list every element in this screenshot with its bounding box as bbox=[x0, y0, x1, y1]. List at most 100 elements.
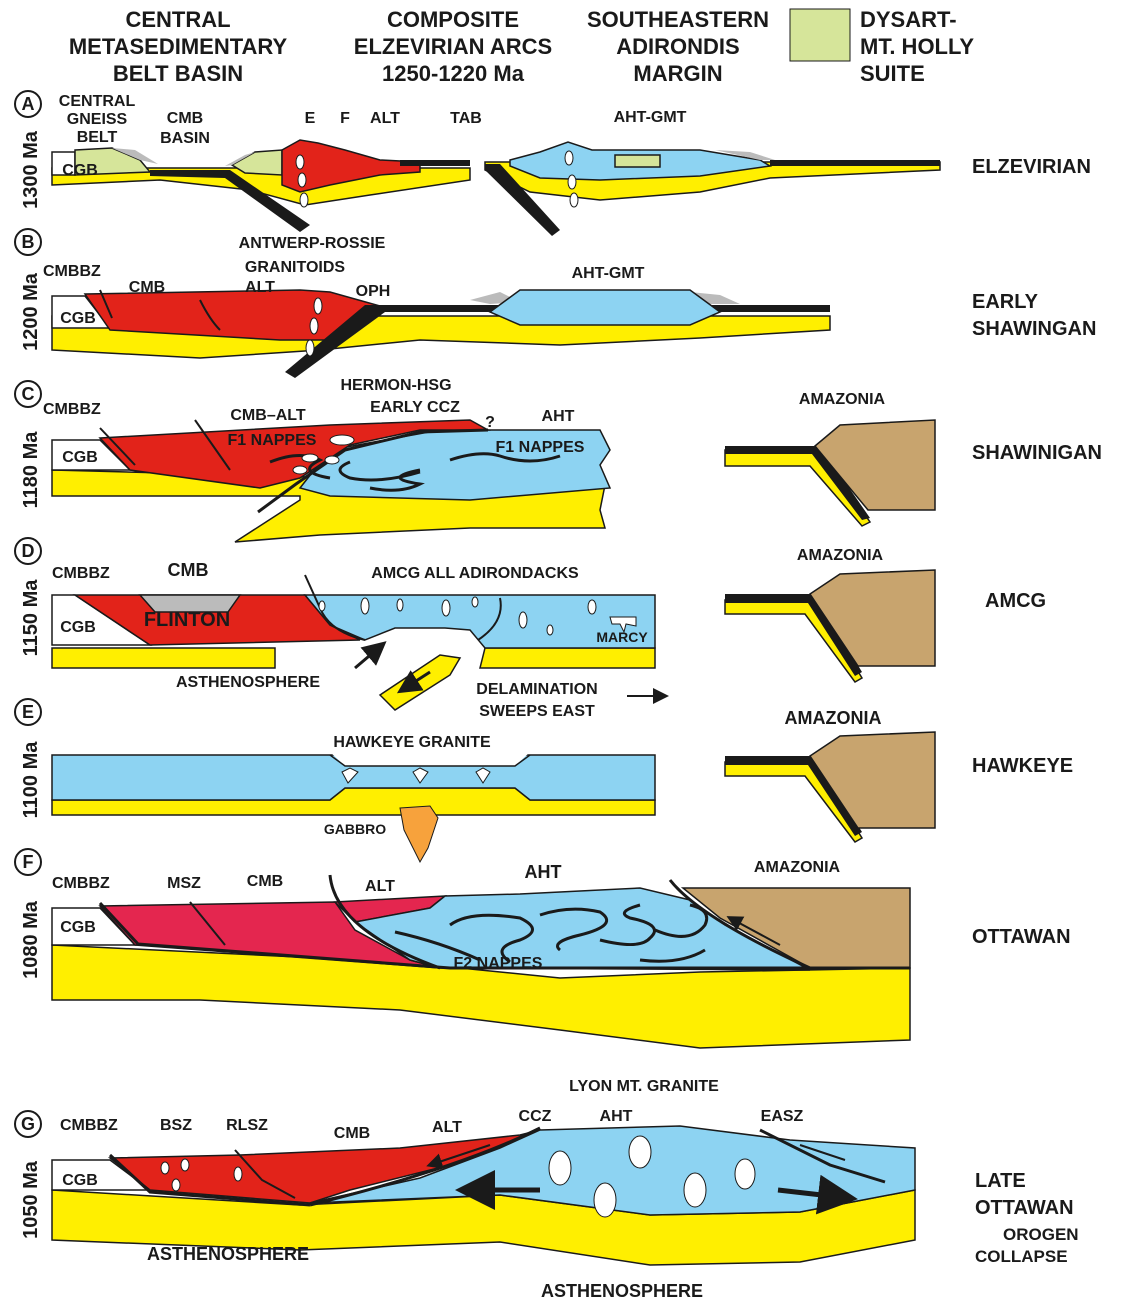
header-col2-line3: 1250-1220 Ma bbox=[382, 61, 525, 86]
panel-b-phase: EARLY bbox=[972, 291, 1039, 313]
panel-g-label: ASTHENOSPHERE bbox=[147, 1244, 309, 1264]
panel-g-pluton bbox=[684, 1173, 706, 1207]
panel-d-amazonia-block bbox=[810, 570, 935, 666]
panel-d-label: AMAZONIA bbox=[797, 547, 884, 564]
panel-f-phase: OTTAWAN bbox=[972, 926, 1071, 948]
panel-b-label: CMBBZ bbox=[43, 263, 101, 280]
panel-d-label: ASTHENOSPHERE bbox=[176, 674, 320, 691]
panel-a-label: CMB bbox=[167, 110, 203, 127]
panel-g-phase: LATE bbox=[975, 1170, 1026, 1192]
panel-d-pluton bbox=[588, 600, 596, 614]
panel-g-phase: OTTAWAN bbox=[975, 1197, 1074, 1219]
panel-d-label: SWEEPS EAST bbox=[479, 703, 595, 720]
panel-c-label: F1 NAPPES bbox=[228, 432, 317, 449]
panel-g-label: CMBBZ bbox=[60, 1117, 118, 1134]
panel-c-label: F1 NAPPES bbox=[496, 439, 585, 456]
panel-b-pluton bbox=[314, 298, 322, 314]
panel-a-label: CENTRAL bbox=[59, 93, 136, 110]
panel-b-label: CGB bbox=[60, 310, 96, 327]
panel-a-label: GNEISS bbox=[67, 111, 128, 128]
panel-b: B 1200 Ma CMBBZ ANTWERP-ROSSIE GRANITOID… bbox=[15, 229, 1096, 378]
panel-g-pluton bbox=[629, 1136, 651, 1168]
panel-d-label: CMBBZ bbox=[52, 565, 110, 582]
panel-e-label: GABBRO bbox=[324, 821, 386, 837]
panel-f-letter: F bbox=[23, 852, 34, 872]
panel-a-label: AHT-GMT bbox=[614, 109, 687, 126]
panel-b-pluton bbox=[310, 318, 318, 334]
panel-g-label: RLSZ bbox=[226, 1117, 268, 1134]
panel-g-pluton bbox=[172, 1179, 180, 1191]
panel-g-label: CMB bbox=[334, 1125, 370, 1142]
panel-a-dysart-east bbox=[615, 155, 660, 167]
header-col2-line2: ELZEVIRIAN ARCS bbox=[354, 34, 552, 59]
panel-g-pluton bbox=[161, 1162, 169, 1174]
panel-e-age: 1100 Ma bbox=[20, 741, 42, 819]
panel-a-age: 1300 Ma bbox=[20, 130, 42, 209]
panel-f-label: CMB bbox=[247, 873, 283, 890]
header-col3-line1: SOUTHEASTERN bbox=[587, 7, 769, 32]
panel-e-label: AMAZONIA bbox=[785, 708, 882, 728]
panel-f-label: CMBBZ bbox=[52, 875, 110, 892]
header-col3-line3: MARGIN bbox=[633, 61, 722, 86]
panel-g-age: 1050 Ma bbox=[20, 1160, 42, 1239]
panel-a-slab-flat bbox=[400, 160, 470, 166]
panel-e-label: HAWKEYE GRANITE bbox=[333, 734, 491, 751]
panel-c-label: AHT bbox=[542, 408, 575, 425]
panel-a-pluton bbox=[298, 173, 306, 187]
panel-f-label: F2 NAPPES bbox=[454, 955, 543, 972]
panel-f-label: AHT bbox=[525, 862, 562, 882]
panel-d-label: CGB bbox=[60, 619, 96, 636]
panel-d-arrow bbox=[355, 645, 382, 668]
panel-d-delaminated-slab bbox=[380, 655, 460, 710]
panel-e-gabbro bbox=[400, 806, 438, 862]
header-col1-line2: METASEDIMENTARY bbox=[69, 34, 288, 59]
panel-g-label: BSZ bbox=[160, 1117, 192, 1134]
panel-g-label: ASTHENOSPHERE bbox=[541, 1281, 703, 1301]
panel-c: C 1180 Ma CMBBZ HERMON-HSG EARLY CCZ CMB… bbox=[15, 377, 1102, 542]
panel-a-label: ALT bbox=[370, 110, 400, 127]
panel-b-phase: SHAWINGAN bbox=[972, 318, 1096, 340]
panel-a-letter: A bbox=[22, 94, 35, 114]
panel-g-pluton bbox=[594, 1183, 616, 1217]
panel-b-label: CMB bbox=[129, 279, 165, 296]
panel-g-pluton bbox=[549, 1151, 571, 1185]
legend-label-line3: SUITE bbox=[860, 61, 925, 86]
panel-d-pluton bbox=[519, 612, 527, 628]
header-col1-line3: BELT BASIN bbox=[113, 61, 243, 86]
panel-g-label: CCZ bbox=[519, 1108, 552, 1125]
panel-a-pluton bbox=[296, 155, 304, 169]
panel-a-label: BELT bbox=[77, 129, 118, 146]
panel-a-pluton bbox=[300, 193, 308, 207]
panel-d-pluton bbox=[442, 600, 450, 616]
panel-d-pluton bbox=[361, 598, 369, 614]
panel-c-pluton bbox=[330, 435, 354, 445]
panel-d-age: 1150 Ma bbox=[20, 579, 42, 657]
panel-c-label: EARLY CCZ bbox=[370, 399, 460, 416]
panel-g-pluton bbox=[234, 1167, 242, 1181]
panel-d-label: AMCG ALL ADIRONDACKS bbox=[371, 565, 579, 582]
panel-c-label: HERMON-HSG bbox=[340, 377, 451, 394]
panel-a-pluton bbox=[570, 193, 578, 207]
panel-b-letter: B bbox=[22, 232, 35, 252]
panel-b-aht bbox=[490, 290, 720, 325]
header: CENTRAL METASEDIMENTARY BELT BASIN COMPO… bbox=[69, 7, 975, 86]
panel-d-pluton bbox=[472, 597, 478, 607]
panel-c-label: AMAZONIA bbox=[799, 391, 886, 408]
panel-c-label: CMBBZ bbox=[43, 401, 101, 418]
panel-g-label: LYON MT. GRANITE bbox=[569, 1078, 719, 1095]
panel-c-label: CGB bbox=[62, 449, 98, 466]
panel-g-label: AHT bbox=[600, 1108, 633, 1125]
legend-label-line1: DYSART- bbox=[860, 7, 957, 32]
panel-a-label: BASIN bbox=[160, 130, 210, 147]
panel-c-amazonia-block bbox=[815, 420, 935, 510]
panel-e: E 1100 Ma AMAZONIA HAWKEYE GRANITE GABBR… bbox=[15, 699, 1073, 862]
panel-c-phase: SHAWINIGAN bbox=[972, 442, 1102, 464]
panel-g: LYON MT. GRANITE G 1050 Ma CMBBZ BSZ RLS… bbox=[15, 1078, 1079, 1301]
panel-g-label: CGB bbox=[62, 1172, 98, 1189]
panel-f-label: AMAZONIA bbox=[754, 859, 841, 876]
panel-a-label: TAB bbox=[450, 110, 482, 127]
panel-c-age: 1180 Ma bbox=[20, 431, 42, 509]
panel-d-letter: D bbox=[22, 541, 35, 561]
panel-d-crust-east bbox=[480, 648, 655, 668]
panel-a-pluton bbox=[568, 175, 576, 189]
